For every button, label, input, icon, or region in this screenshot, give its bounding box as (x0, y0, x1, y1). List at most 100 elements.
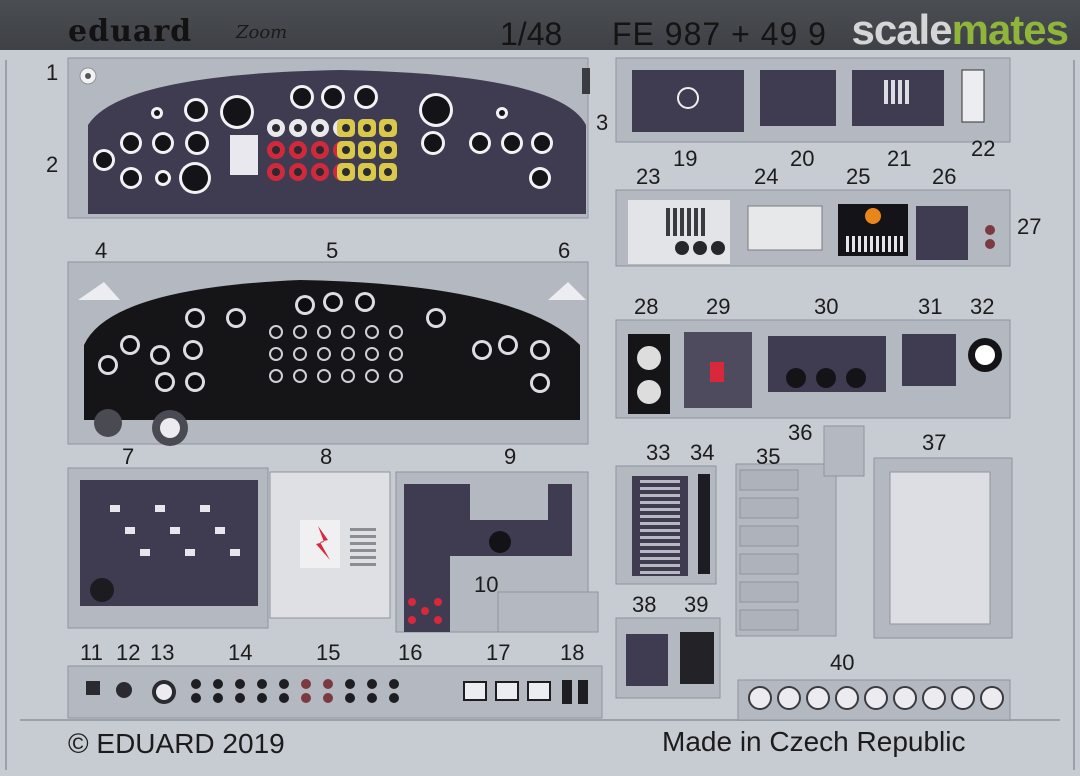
part-14-16 (367, 693, 377, 703)
part-number: 25 (846, 164, 871, 189)
row-line (640, 550, 680, 553)
knob (846, 368, 866, 388)
gauge-face (182, 165, 208, 191)
small-gauge (269, 325, 283, 339)
part-40 (748, 686, 772, 710)
gauge-face (472, 135, 488, 151)
switch (891, 80, 895, 104)
row-line (640, 571, 680, 574)
part-17 (463, 681, 487, 701)
switch-label (185, 549, 195, 556)
instrument-panel-upper (88, 70, 586, 214)
grille-slat (680, 208, 684, 236)
gauge-face (422, 96, 450, 124)
part-38 (626, 634, 668, 686)
gauge-face (499, 110, 505, 116)
part-4-tab (78, 282, 120, 300)
switch (882, 236, 885, 252)
part-35-tab (739, 553, 799, 575)
part-40 (864, 686, 888, 710)
part-19 (632, 70, 744, 132)
part-18 (578, 680, 588, 704)
part-number: 34 (690, 440, 715, 465)
gauge-face (229, 311, 243, 325)
part-40 (835, 686, 859, 710)
switch-label (230, 549, 240, 556)
part-number: 29 (706, 294, 731, 319)
vent-slat (350, 549, 376, 552)
part-number: 11 (80, 640, 103, 665)
small-gauge (341, 369, 355, 383)
part-14-16 (345, 693, 355, 703)
switch (846, 236, 849, 252)
switch-label (215, 527, 225, 534)
warning-light-center (272, 124, 280, 132)
switch-label (110, 505, 120, 512)
gauge-face (504, 135, 520, 151)
part-number: 19 (673, 146, 698, 171)
part-14-16 (191, 693, 201, 703)
part-40 (777, 686, 801, 710)
part-36 (823, 425, 865, 477)
part-14-16 (323, 679, 333, 689)
product-code: FE 987 + 49 9 (612, 16, 827, 52)
rotary-knob (90, 578, 114, 602)
part-22 (961, 69, 985, 123)
part-14-16 (213, 693, 223, 703)
panel-placard (230, 135, 258, 175)
part-14-16 (301, 693, 311, 703)
part-35-tab (739, 609, 799, 631)
gauge-face (533, 343, 547, 357)
part-number: 27 (1017, 214, 1042, 239)
warning-light-center (316, 124, 324, 132)
row-line (640, 515, 680, 518)
gauge-face (186, 343, 200, 357)
gauge-face (534, 135, 550, 151)
gauge-face (188, 375, 202, 389)
small-gauge (317, 325, 331, 339)
orange-indicator (865, 208, 881, 224)
gauge-face (158, 173, 168, 183)
part-35-tab (739, 581, 799, 603)
small-gauge (269, 347, 283, 361)
part-14-16 (257, 693, 267, 703)
part-number: 20 (790, 146, 815, 171)
part-number: 40 (830, 650, 855, 675)
small-gauge (293, 369, 307, 383)
part-14-16 (301, 679, 311, 689)
part-number: 31 (918, 294, 943, 319)
part-number: 14 (228, 640, 253, 665)
gauge-face (154, 110, 160, 116)
switch (884, 80, 888, 104)
gauge-face (501, 338, 515, 352)
gauge-ring (637, 380, 661, 404)
part-35-tab (739, 469, 799, 491)
gauge-face (155, 135, 171, 151)
part-40 (980, 686, 1004, 710)
row-line (640, 543, 680, 546)
header-bar: eduard Zoom 1/48 FE 987 + 49 9 scalemate… (0, 0, 1080, 53)
knob-face (160, 418, 180, 438)
gauge-ring (637, 346, 661, 370)
dial-outline (677, 87, 699, 109)
part-40 (806, 686, 830, 710)
knob (711, 241, 725, 255)
gauge-face (187, 101, 205, 119)
part-14-16 (191, 679, 201, 689)
part-number: 2 (46, 152, 59, 177)
part-11 (86, 681, 100, 695)
part-40 (922, 686, 946, 710)
warning-light-center (294, 146, 302, 154)
vent-slat (350, 535, 376, 538)
instrument-panel-lower (84, 280, 580, 420)
grille-slat (694, 208, 698, 236)
row-line (640, 522, 680, 525)
warning-light-center (272, 168, 280, 176)
part-number: 33 (646, 440, 671, 465)
switch-label (125, 527, 135, 534)
part-number: 16 (398, 640, 423, 665)
caution-light-center (363, 146, 371, 154)
vent-slat (350, 556, 376, 559)
part-35-tab (739, 497, 799, 519)
